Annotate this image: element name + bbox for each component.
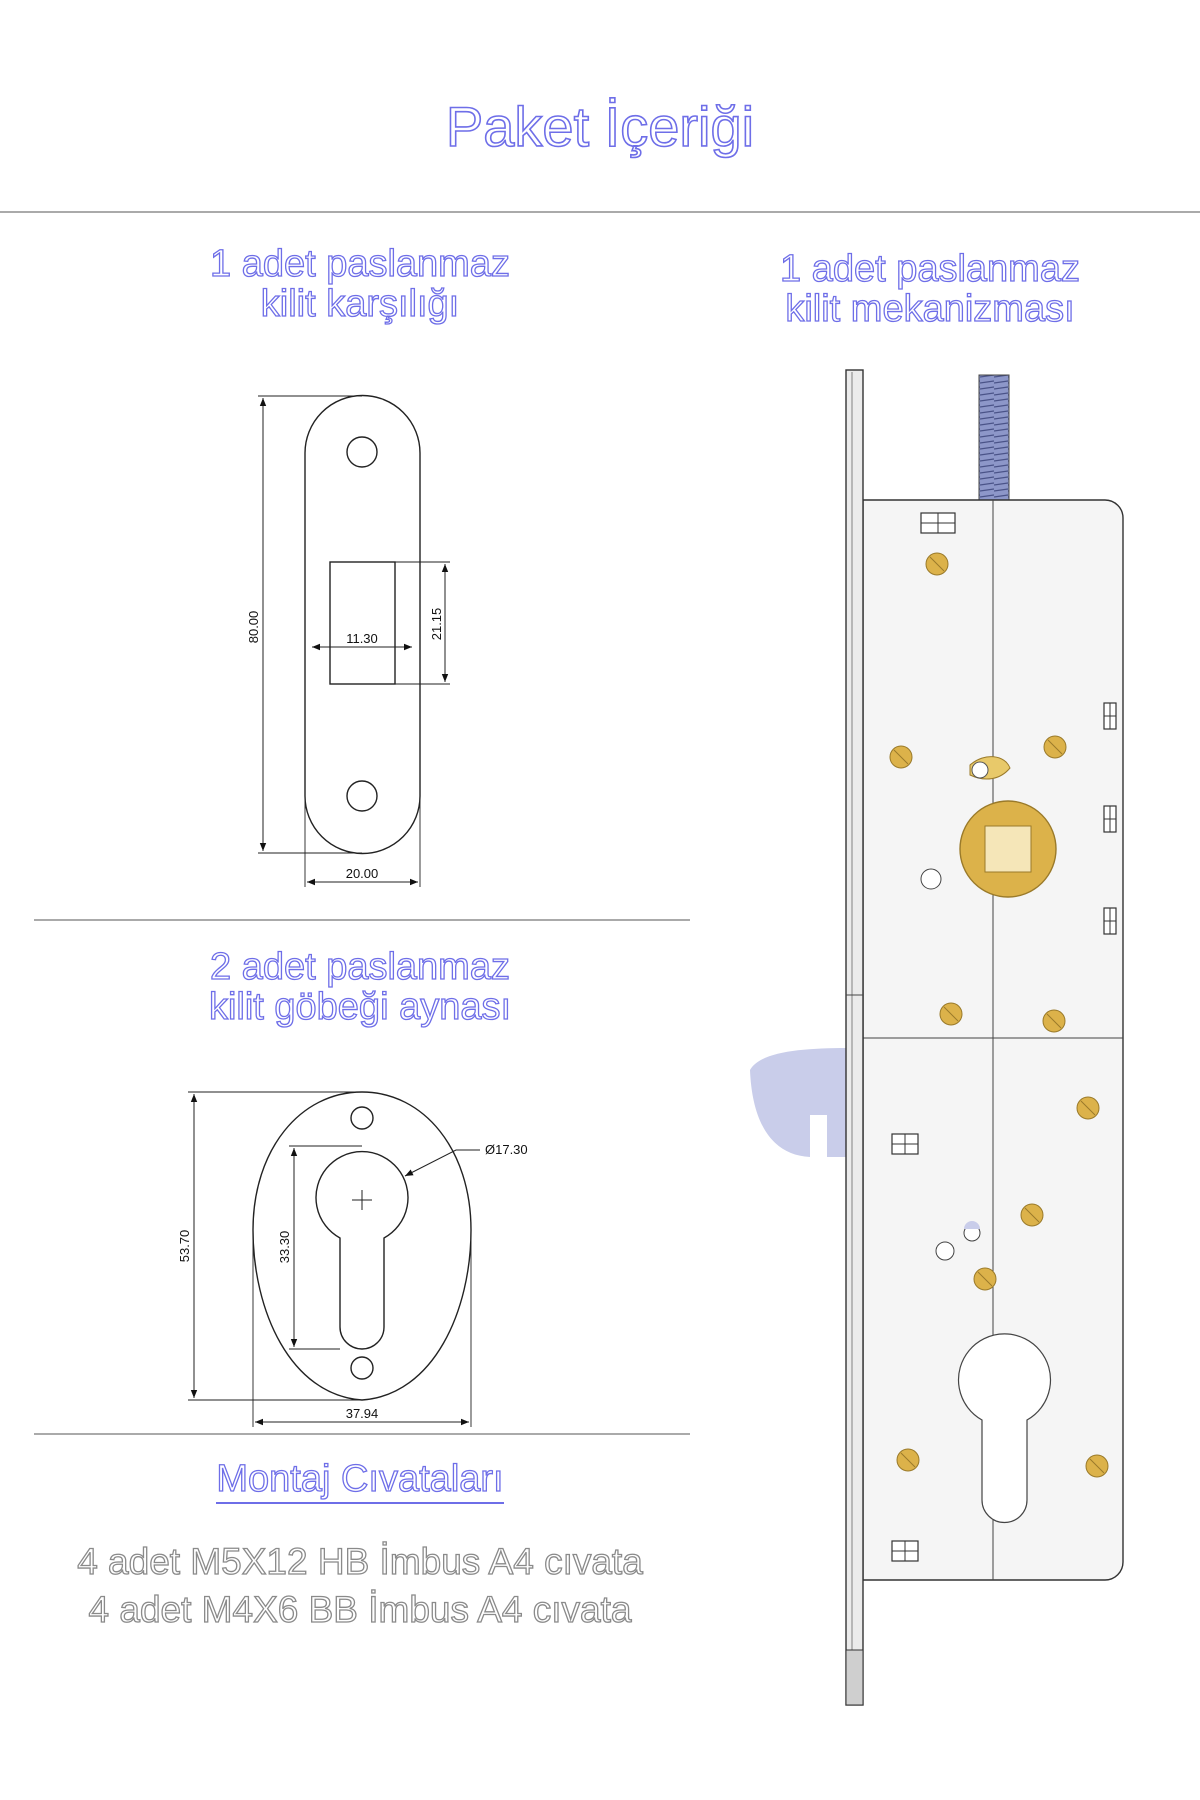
bolt-item: 4 adet M4X6 BB İmbus A4 cıvata <box>88 1588 632 1631</box>
escutcheon-dim-diameter: Ø17.30 <box>485 1142 528 1157</box>
escutcheon-drawing <box>188 1091 480 1427</box>
strike-title-line2: kilit karşılığı <box>260 282 460 325</box>
mechanism-section-title: 1 adet paslanmaz kilit mekanizması <box>700 248 1160 330</box>
escutcheon-section-title: 2 adet paslanmaz kilit göbeği aynası <box>130 946 590 1028</box>
body-hole <box>920 868 942 890</box>
lever-pin <box>971 761 989 779</box>
cylinder-cutout <box>315 1150 409 1350</box>
bolt-item: 4 adet M5X12 HB İmbus A4 cıvata <box>77 1540 644 1582</box>
escutcheon-title-line1: 2 adet paslanmaz <box>209 946 510 988</box>
body-hole-accent <box>964 1221 980 1229</box>
page-title: Paket İçeriği <box>445 95 755 158</box>
face-plate-tip <box>845 1649 864 1706</box>
escutcheon-hole-bottom <box>350 1356 374 1380</box>
face-plate <box>845 369 864 1706</box>
mechanism-title-line1: 1 adet paslanmaz <box>779 248 1080 290</box>
escutcheon-hole-top <box>350 1106 374 1130</box>
strike-dim-slot-height: 21.15 <box>429 608 444 641</box>
threaded-spindle <box>978 374 1010 501</box>
escutcheon-dim-width: 37.94 <box>346 1406 379 1421</box>
latch-bolt <box>750 1048 848 1157</box>
strike-dim-width: 20.00 <box>346 866 379 881</box>
bolts-list: 4 adet M5X12 HB İmbus A4 cıvata 4 adet M… <box>0 1538 720 1634</box>
body-hole <box>935 1241 955 1261</box>
bolts-heading: Montaj Cıvataları <box>190 1458 530 1504</box>
lock-mechanism-drawing <box>750 369 1124 1706</box>
strike-hole-bottom <box>346 780 378 812</box>
diameter-leader <box>404 1149 480 1177</box>
fitting-marks <box>892 513 1116 1561</box>
strike-section-title: 1 adet paslanmaz kilit karşılığı <box>130 243 590 325</box>
strike-plate-drawing <box>258 394 450 887</box>
mechanism-cylinder-cutout <box>957 1333 1052 1524</box>
strike-plate-outline <box>304 394 421 855</box>
escutcheon-title-line2: kilit göbeği aynası <box>208 985 512 1028</box>
bolts-heading-text: Montaj Cıvataları <box>216 1458 504 1504</box>
strike-dim-height: 80.00 <box>246 611 261 644</box>
strike-dim-slot-width: 11.30 <box>346 631 378 646</box>
escutcheon-dim-hole-height: 33.30 <box>277 1231 292 1264</box>
follower-square-hole <box>984 825 1032 873</box>
screw-slots <box>893 556 1105 1474</box>
strike-title-line1: 1 adet paslanmaz <box>209 243 510 285</box>
strike-hole-top <box>346 436 378 468</box>
mechanism-title-line2: kilit mekanizması <box>785 287 1076 330</box>
strike-slot <box>329 561 396 685</box>
escutcheon-dim-height: 53.70 <box>177 1230 192 1263</box>
